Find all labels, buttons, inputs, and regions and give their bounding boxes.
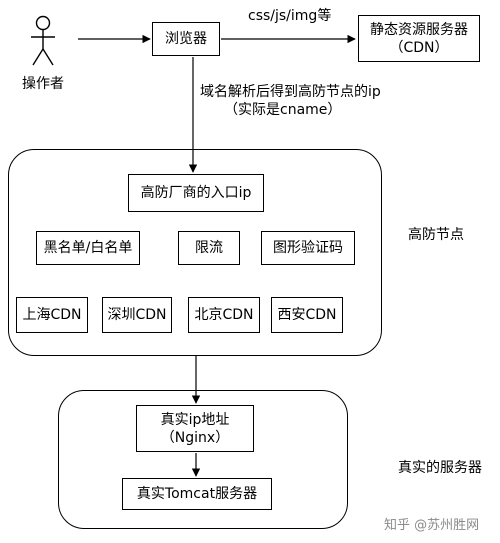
dns-label-line2: （实际是cname） bbox=[224, 102, 342, 118]
static-server-title: 静态资源服务器 bbox=[370, 21, 468, 38]
watermark: 知乎 @苏州胜网 bbox=[384, 518, 480, 533]
ddos-group bbox=[8, 149, 382, 356]
cdn-shanghai: 上海CDN bbox=[16, 297, 88, 333]
cdn-xian: 西安CDN bbox=[271, 297, 343, 333]
cdn-beijing: 北京CDN bbox=[188, 297, 260, 333]
real-server-group bbox=[58, 390, 348, 529]
static-edge-label: css/js/img等 bbox=[248, 8, 332, 24]
cdn-shenzhen: 深圳CDN bbox=[102, 297, 172, 333]
nginx-node: 真实ip地址 （Nginx） bbox=[136, 405, 254, 452]
ddos-entry-ip: 高防厂商的入口ip bbox=[128, 174, 264, 212]
feature-blacklist-whitelist: 黑名单/白名单 bbox=[36, 231, 140, 265]
real-server-group-label: 真实的服务器 bbox=[398, 460, 482, 476]
dns-label-line1: 域名解析后得到高防节点的ip bbox=[200, 84, 381, 100]
static-server-node: 静态资源服务器 （CDN） bbox=[358, 15, 480, 62]
actor-icon bbox=[31, 15, 55, 66]
ddos-group-label: 高防节点 bbox=[408, 227, 464, 243]
nginx-title: 真实ip地址 bbox=[160, 411, 230, 428]
feature-captcha: 图形验证码 bbox=[261, 231, 355, 265]
static-server-subtitle: （CDN） bbox=[389, 39, 449, 56]
actor-label: 操作者 bbox=[22, 76, 64, 92]
tomcat-node: 真实Tomcat服务器 bbox=[122, 478, 272, 510]
feature-rate-limit: 限流 bbox=[178, 231, 240, 265]
browser-node: 浏览器 bbox=[152, 22, 220, 56]
nginx-subtitle: （Nginx） bbox=[160, 429, 230, 446]
